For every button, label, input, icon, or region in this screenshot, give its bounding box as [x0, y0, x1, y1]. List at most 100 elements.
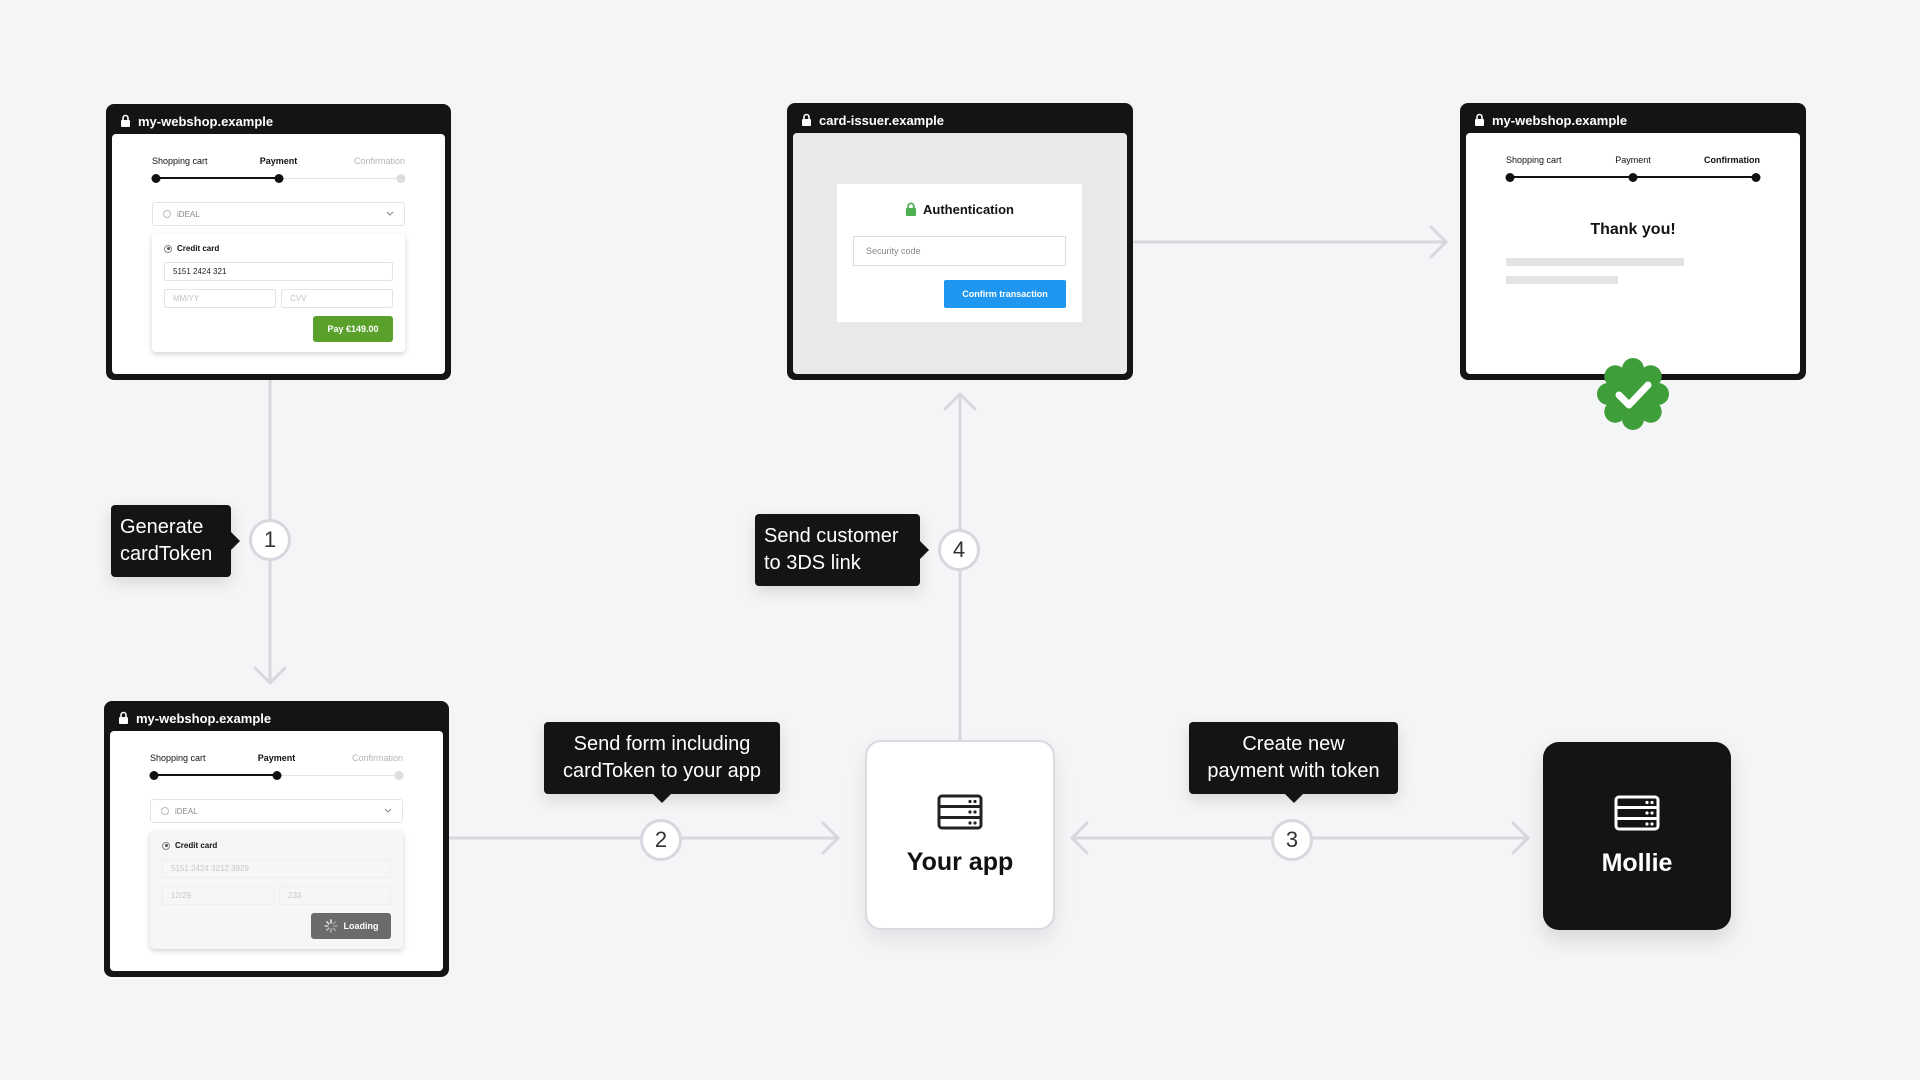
loading-screen: Shopping cart Payment Confirmation iDEAL… [110, 731, 443, 971]
confirm-transaction-button[interactable]: Confirm transaction [944, 280, 1066, 308]
security-code-input[interactable]: Security code [853, 236, 1066, 266]
progress-dot [274, 174, 283, 183]
expiry-field[interactable]: 12/29 [162, 886, 274, 905]
skeleton-line [1506, 276, 1618, 284]
lock-icon [802, 113, 811, 126]
radio-icon [161, 807, 169, 815]
authentication-label: Authentication [923, 202, 1014, 217]
progress-dot [1628, 173, 1638, 182]
progress-dot [396, 174, 406, 183]
browser-url: my-webshop.example [138, 113, 274, 129]
step-number-2: 2 [640, 819, 682, 861]
card-number-field[interactable]: 5151 2424 321 [164, 262, 393, 281]
progress-line-done [156, 177, 279, 179]
lock-icon [906, 202, 916, 216]
radio-selected-icon [162, 841, 170, 850]
credit-card-option[interactable]: Credit card [164, 244, 219, 253]
step-shopping-cart: Shopping cart [1506, 155, 1562, 165]
authentication-dialog: Authentication Security code Confirm tra… [837, 184, 1082, 322]
checkout-screen: Shopping cart Payment Confirmation iDEAL… [112, 134, 445, 374]
callout-create-payment: Create new payment with token [1189, 722, 1398, 794]
checkout-progress: Shopping cart Payment Confirmation [151, 156, 406, 186]
your-app-node: Your app [865, 740, 1055, 930]
callout-line: Send customer [764, 525, 899, 547]
card-number-field[interactable]: 5151 2424 3212 3929 [162, 859, 391, 878]
progress-dot [1751, 173, 1761, 182]
browser-address-bar: my-webshop.example [118, 709, 271, 727]
callout-line: Send form including [573, 733, 751, 755]
ideal-label: iDEAL [177, 209, 200, 219]
thank-you-heading: Thank you! [1590, 221, 1676, 238]
ideal-option[interactable]: iDEAL [152, 202, 405, 226]
browser-address-bar: card-issuer.example [801, 111, 944, 129]
lock-icon [121, 114, 130, 127]
checkout-progress: Shopping cart Payment Confirmation [149, 753, 404, 783]
callout-line: payment with token [1207, 760, 1380, 782]
chevron-down-icon [386, 211, 394, 216]
credit-card-label: Credit card [175, 841, 218, 850]
browser-address-bar: my-webshop.example [1474, 111, 1627, 129]
browser-window-checkout: my-webshop.example Shopping cart Payment… [106, 104, 451, 380]
step-confirmation: Confirmation [351, 753, 403, 763]
confirmation-screen: Shopping cart Payment Confirmation Thank… [1466, 133, 1800, 374]
progress-line-todo [278, 178, 401, 179]
progress-line-done [154, 774, 277, 776]
step-confirmation: Confirmation [353, 156, 405, 166]
cvv-field[interactable]: CVV [281, 289, 393, 308]
browser-window-loading: my-webshop.example Shopping cart Payment… [104, 701, 449, 977]
progress-dot [1505, 173, 1515, 182]
verified-check-badge-icon [1597, 358, 1669, 430]
skeleton-line [1506, 258, 1684, 266]
step-number-1: 1 [249, 519, 291, 561]
browser-url: card-issuer.example [819, 112, 945, 128]
browser-window-card-issuer: card-issuer.example Authentication Secur… [787, 103, 1133, 380]
progress-line-todo [276, 775, 399, 776]
progress-dot [394, 771, 404, 780]
callout-send-form: Send form including cardToken to your ap… [544, 722, 780, 794]
lock-icon [1475, 113, 1484, 126]
callout-line: to 3DS link [764, 552, 861, 574]
step-shopping-cart: Shopping cart [152, 156, 208, 166]
credit-card-panel: Credit card 5151 2424 3212 3929 12/29 23… [150, 831, 403, 949]
callout-generate-cardtoken: Generate cardToken [111, 505, 231, 577]
spinner-icon [323, 919, 338, 933]
step-number-4: 4 [938, 529, 980, 571]
step-shopping-cart: Shopping cart [150, 753, 206, 763]
ideal-label: iDEAL [175, 806, 198, 816]
expiry-field[interactable]: MM/YY [164, 289, 276, 308]
server-icon [1614, 795, 1660, 830]
credit-card-label: Credit card [177, 244, 220, 253]
step-confirmation: Confirmation [1704, 155, 1760, 165]
radio-icon [163, 210, 171, 218]
radio-selected-icon [164, 244, 172, 253]
progress-dot [272, 771, 281, 780]
browser-url: my-webshop.example [1492, 112, 1628, 128]
progress-dot [149, 771, 159, 780]
step-payment: Payment [1615, 155, 1651, 165]
browser-address-bar: my-webshop.example [120, 112, 273, 130]
step-number-3: 3 [1271, 819, 1313, 861]
loading-button[interactable]: Loading [311, 913, 391, 939]
cvv-field[interactable]: 233 [279, 886, 391, 905]
credit-card-option[interactable]: Credit card [162, 841, 217, 850]
step-payment: Payment [257, 753, 296, 763]
authentication-title: Authentication [837, 202, 1082, 217]
callout-line: Create new [1242, 733, 1345, 755]
progress-dot [151, 174, 161, 183]
mollie-node: Mollie [1543, 742, 1731, 930]
issuer-screen: Authentication Security code Confirm tra… [793, 133, 1127, 374]
callout-send-customer-3ds: Send customer to 3DS link [755, 514, 920, 586]
ideal-option[interactable]: iDEAL [150, 799, 403, 823]
callout-line: Generate [120, 516, 204, 538]
credit-card-panel: Credit card 5151 2424 321 MM/YY CVV Pay … [152, 234, 405, 352]
browser-url: my-webshop.example [136, 710, 272, 726]
pay-button[interactable]: Pay €149.00 [313, 316, 393, 342]
browser-window-confirmation: my-webshop.example Shopping cart Payment… [1460, 103, 1806, 380]
mollie-label: Mollie [1601, 848, 1673, 877]
loading-label: Loading [343, 921, 379, 931]
callout-line: cardToken to your app [563, 760, 761, 782]
checkout-progress: Shopping cart Payment Confirmation [1505, 155, 1761, 185]
server-icon [937, 794, 983, 829]
your-app-label: Your app [906, 847, 1014, 876]
chevron-down-icon [384, 808, 392, 813]
